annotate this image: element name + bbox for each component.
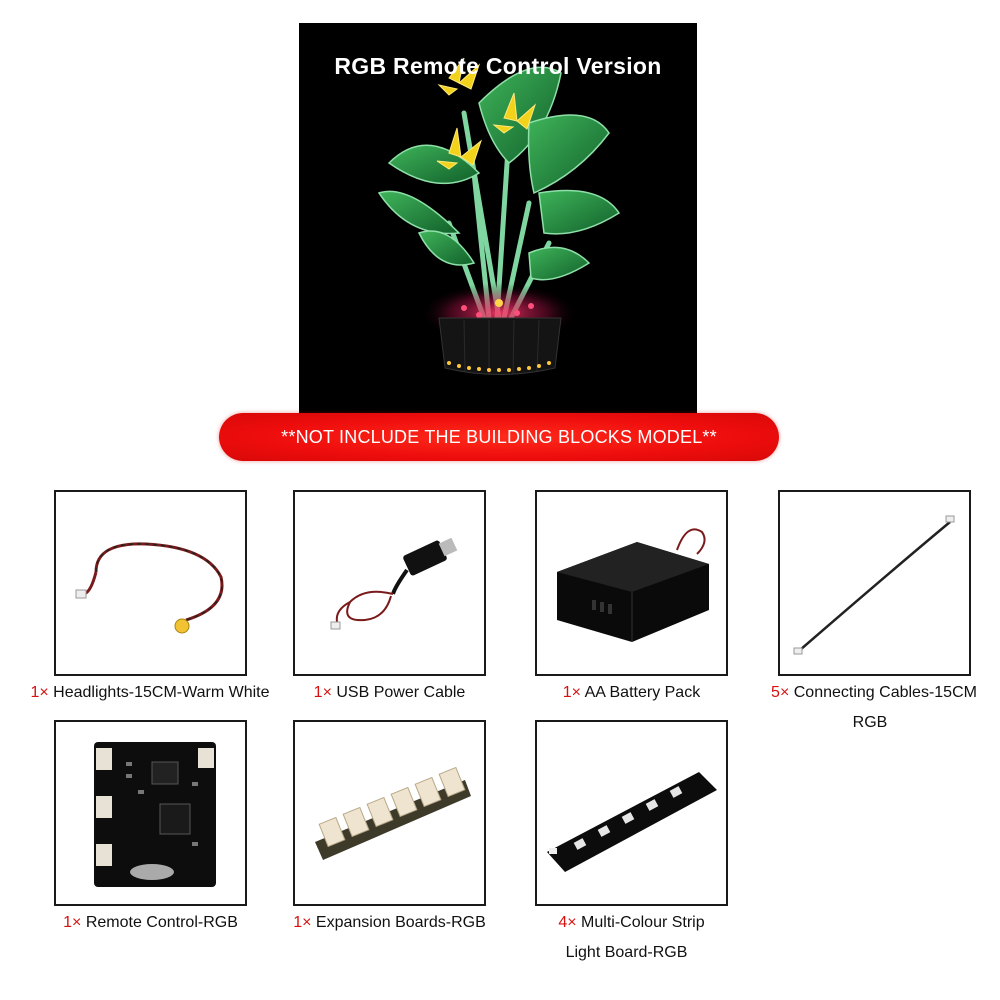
usb-cable-icon bbox=[330, 537, 458, 630]
caption-battery-pack: 1× AA Battery Pack bbox=[535, 678, 728, 708]
caption-remote-control: 1× Remote Control-RGB bbox=[44, 908, 257, 938]
item-card-battery-pack bbox=[535, 490, 728, 676]
thin-cable-icon bbox=[793, 515, 955, 655]
caption-connecting-cables: 5× Connecting Cables-15CM bbox=[748, 678, 1000, 708]
quantity-label: 1× bbox=[293, 914, 312, 931]
wire-with-led-icon bbox=[75, 542, 224, 634]
item-card-connecting-cables bbox=[778, 490, 971, 676]
product-photo: RGB Remote Control Version bbox=[299, 23, 697, 415]
caption-connecting-cables-line2: RGB bbox=[852, 714, 888, 731]
quantity-label: 1× bbox=[562, 684, 582, 701]
caption-expansion-boards: 1× Expansion Boards-RGB bbox=[283, 908, 496, 938]
item-card-usb-cable bbox=[293, 490, 486, 676]
item-label: Remote Control-RGB bbox=[85, 914, 238, 931]
circuit-board-icon bbox=[94, 742, 216, 887]
notice-banner: **NOT INCLUDE THE BUILDING BLOCKS MODEL*… bbox=[219, 413, 779, 461]
quantity-label: 4× bbox=[558, 914, 577, 931]
quantity-label: 1× bbox=[313, 684, 332, 701]
item-label: Multi-Colour Strip bbox=[581, 914, 705, 931]
expansion-board-icon bbox=[315, 766, 471, 860]
item-label: Headlights-15CM-Warm White bbox=[53, 684, 270, 701]
led-strip-board-icon bbox=[547, 772, 717, 872]
quantity-label: 1× bbox=[30, 684, 49, 701]
item-card-strip-light-board bbox=[535, 720, 728, 906]
quantity-label: 1× bbox=[63, 914, 82, 931]
item-card-expansion-boards bbox=[293, 720, 486, 906]
hero-title: RGB Remote Control Version bbox=[334, 53, 662, 79]
caption-headlights: 1× Headlights-15CM-Warm White bbox=[14, 678, 286, 708]
battery-box-icon bbox=[557, 528, 709, 642]
item-label: USB Power Cable bbox=[336, 684, 466, 701]
caption-usb-cable: 1× USB Power Cable bbox=[293, 678, 486, 708]
item-label: AA Battery Pack bbox=[584, 684, 701, 701]
caption-strip-light-board-line2: Light Board-RGB bbox=[565, 944, 688, 961]
bird-of-paradise-plant-image bbox=[377, 57, 621, 376]
item-label: Expansion Boards-RGB bbox=[315, 914, 486, 931]
caption-strip-light-board: 4× Multi-Colour Strip bbox=[525, 908, 738, 938]
item-card-remote-control bbox=[54, 720, 247, 906]
quantity-label: 5× bbox=[771, 684, 790, 701]
item-label: Connecting Cables-15CM bbox=[793, 684, 977, 701]
item-card-headlights bbox=[54, 490, 247, 676]
